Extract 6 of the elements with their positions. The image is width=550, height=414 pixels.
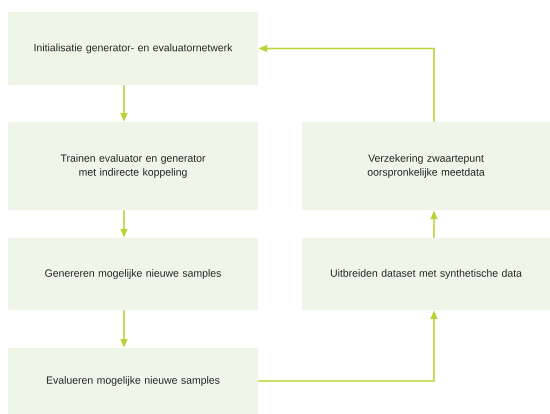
process-box: Initialisatie generator- en evaluatornetwerk <box>8 12 258 85</box>
process-box: Verzekering zwaartepunt oorspronkelijke meetdata <box>302 122 550 210</box>
process-box: Uitbreiden dataset met synthetische data <box>302 238 550 310</box>
process-box: Evalueren mogelijke nieuwe samples <box>8 348 258 414</box>
process-box: Genereren mogelijke nieuwe samples <box>8 238 258 310</box>
process-box: Trainen evaluator en generator met indirecte koppeling <box>8 122 258 210</box>
